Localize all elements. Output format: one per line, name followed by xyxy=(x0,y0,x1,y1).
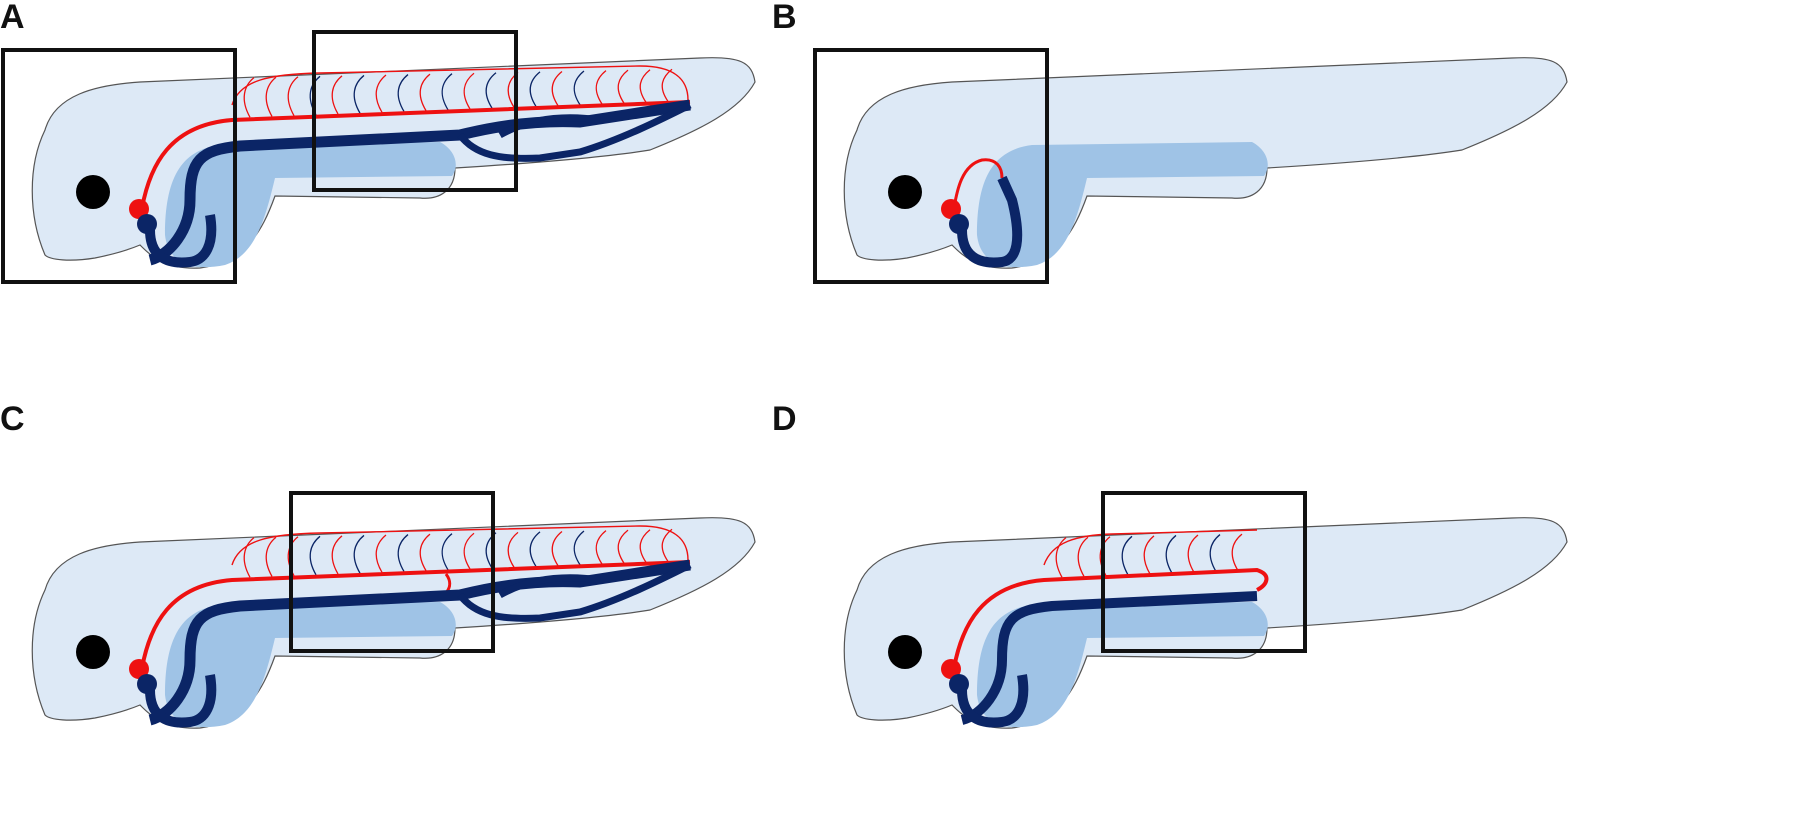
intersegmental-artery xyxy=(287,76,299,116)
intersegmental-artery xyxy=(463,72,475,110)
heart-vein-loop xyxy=(145,214,217,268)
intersegmental-artery xyxy=(419,533,431,571)
intersegmental-vein xyxy=(485,72,497,109)
intersegmental-artery xyxy=(507,531,519,568)
intersegmental-artery xyxy=(331,75,343,115)
intersegmental-artery xyxy=(375,74,387,113)
heart-vein xyxy=(949,214,969,234)
intersegmental-artery xyxy=(1187,534,1199,573)
cardinal-vein xyxy=(960,591,1258,725)
head-box xyxy=(1,48,237,284)
intersegmental-vein xyxy=(353,74,365,114)
intersegmental-artery xyxy=(1055,537,1067,578)
intersegmental-vein xyxy=(573,530,585,566)
intersegmental-vein xyxy=(573,70,585,106)
heart-vein xyxy=(137,214,157,234)
intersegmental-artery xyxy=(639,529,651,563)
intersegmental-vein xyxy=(397,74,409,112)
intersegmental-artery xyxy=(243,537,255,578)
intersegmental-vein xyxy=(1121,535,1133,576)
dorsal-longitudinal-vessel xyxy=(231,525,689,566)
heart-artery xyxy=(941,199,961,219)
heart-artery xyxy=(129,659,149,679)
intersegmental-artery xyxy=(265,536,277,577)
intersegmental-vein xyxy=(1165,534,1177,574)
trunk-box xyxy=(1101,491,1307,653)
intersegmental-artery xyxy=(1143,535,1155,575)
heart-vein xyxy=(137,674,157,694)
intersegmental-artery xyxy=(595,530,607,565)
panel-label-b: B xyxy=(772,0,797,36)
panel-c: C xyxy=(0,400,756,729)
intersegmental-vein xyxy=(1209,534,1221,572)
aortic-arch xyxy=(952,158,1004,209)
heart-vein-loop xyxy=(957,175,1023,268)
heart-artery xyxy=(941,659,961,679)
intersegmental-artery xyxy=(419,73,431,111)
intersegmental-artery xyxy=(375,534,387,573)
panel-b: B xyxy=(772,0,1568,284)
heart-vein-loop xyxy=(957,674,1029,728)
panel-label-d: D xyxy=(772,400,797,438)
trunk-box xyxy=(289,491,495,653)
intersegmental-artery xyxy=(1077,536,1089,577)
intersegmental-vein xyxy=(353,534,365,574)
dorsal-longitudinal-vessel xyxy=(1043,529,1258,566)
intersegmental-vessels xyxy=(243,528,673,578)
intersegmental-artery xyxy=(551,530,563,566)
dorsal-aorta xyxy=(952,567,1269,669)
panel-a: A xyxy=(0,0,756,284)
heart-artery xyxy=(129,199,149,219)
dorsal-longitudinal-vessel xyxy=(231,65,689,106)
intersegmental-vein xyxy=(397,534,409,572)
intersegmental-vein xyxy=(441,73,453,111)
panel-d: D xyxy=(772,400,1568,729)
intersegmental-vessels xyxy=(1055,533,1243,578)
caudal-vein-plexus xyxy=(457,101,692,162)
intersegmental-vein xyxy=(309,535,321,576)
heart-vein-loop xyxy=(145,674,217,728)
intersegmental-artery xyxy=(617,69,629,104)
intersegmental-artery xyxy=(595,70,607,105)
head-box xyxy=(813,48,1049,284)
intersegmental-artery xyxy=(265,76,277,117)
intersegmental-artery xyxy=(551,70,563,106)
intersegmental-artery xyxy=(1231,533,1243,571)
dorsal-aorta xyxy=(140,100,691,209)
intersegmental-vein xyxy=(441,533,453,571)
dorsal-aorta xyxy=(140,560,691,669)
intersegmental-artery xyxy=(617,529,629,564)
heart-vein xyxy=(949,674,969,694)
caudal-vein-plexus xyxy=(457,561,692,622)
intersegmental-artery xyxy=(243,77,255,118)
intersegmental-artery xyxy=(639,69,651,103)
intersegmental-vein xyxy=(529,71,541,107)
intersegmental-artery xyxy=(463,532,475,570)
intersegmental-vein xyxy=(529,531,541,567)
intersegmental-artery xyxy=(331,535,343,575)
panel-label-c: C xyxy=(0,400,25,438)
panel-label-a: A xyxy=(0,0,25,36)
trunk-box xyxy=(312,30,518,192)
